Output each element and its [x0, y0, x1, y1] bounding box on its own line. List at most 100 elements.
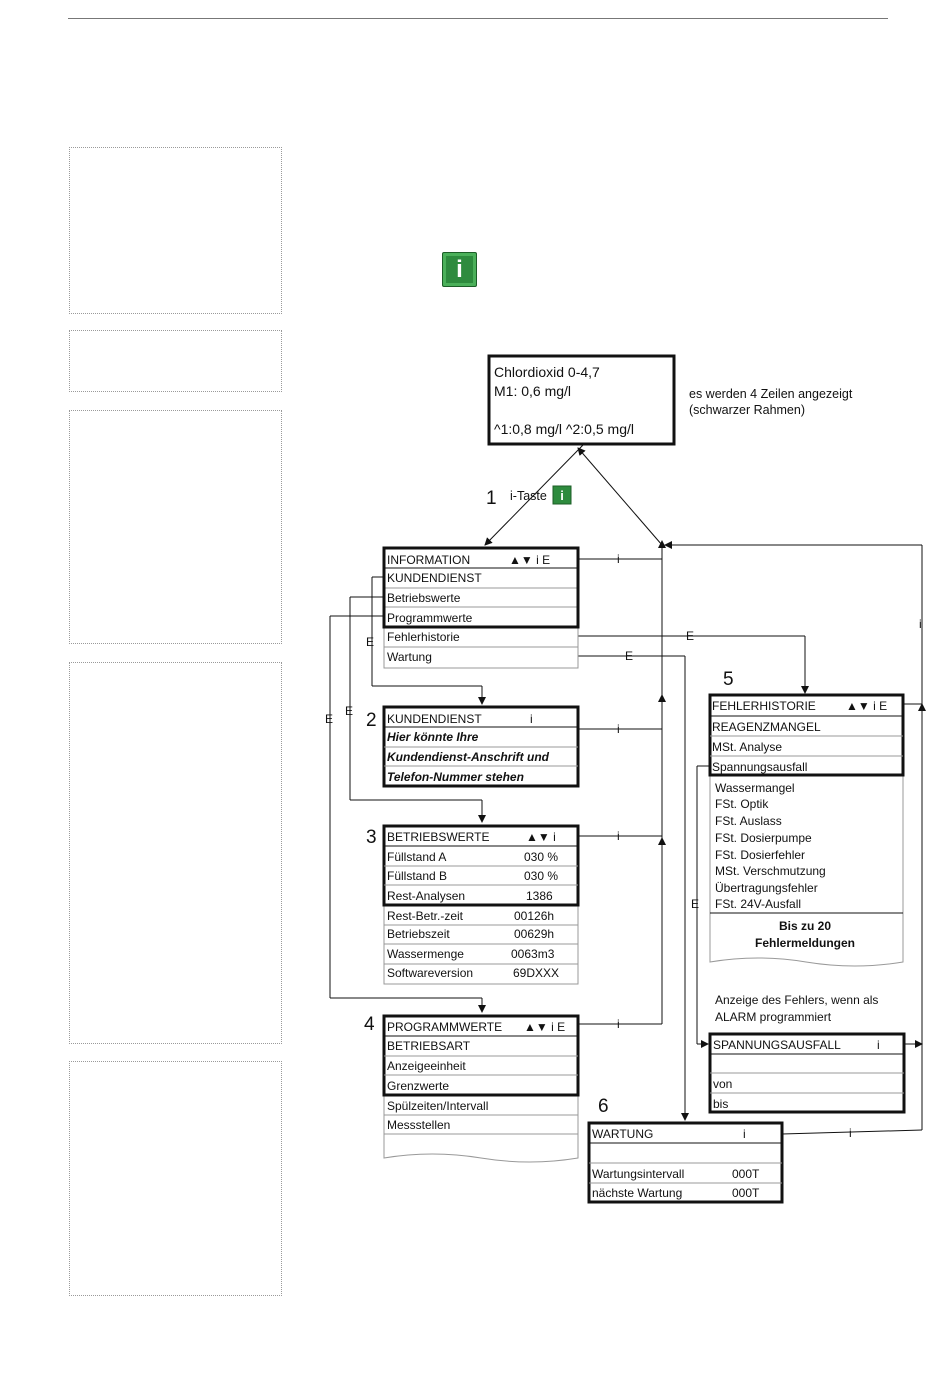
margin-box-2 — [69, 330, 282, 392]
menu-kundendienst-row-2: Kundendienst-Anschrift und — [387, 750, 550, 764]
edge-label-i-3: i — [617, 829, 620, 843]
alarm-note-1: Anzeige des Fehlers, wenn als — [715, 993, 878, 1007]
info-key-icon[interactable]: i — [442, 252, 477, 287]
menu-betriebswerte: BETRIEBSWERTE ▲▼ i Füllstand A 030 % Fül… — [382, 824, 580, 985]
edge-label-e-1: E — [686, 629, 694, 643]
step-number-5: 5 — [723, 669, 734, 690]
betriebswerte-label-1: Füllstand A — [387, 850, 446, 864]
fehlerhistorie-footer-1: Bis zu 20 — [779, 919, 831, 933]
menu-information-row-4[interactable]: Fehlerhistorie — [387, 630, 460, 644]
menu-kundendienst-keys: i — [530, 712, 533, 726]
menu-information-row-1[interactable]: KUNDENDIENST — [387, 571, 482, 585]
wartung-label-2: Wartungsintervall — [592, 1167, 684, 1181]
betriebswerte-label-6: Wassermenge — [387, 947, 464, 961]
display-note-1: es werden 4 Zeilen angezeigt — [689, 387, 853, 401]
info-key-label: i-Taste — [510, 489, 547, 503]
margin-box-1 — [69, 147, 282, 314]
betriebswerte-label-2: Füllstand B — [387, 869, 447, 883]
wartung-value-3: 000T — [732, 1186, 760, 1200]
menu-fehlerhistorie: FEHLERHISTORIE ▲▼ i E REAGENZMANGEL MSt.… — [708, 693, 905, 967]
menu-programmwerte-row-2[interactable]: Anzeigeeinheit — [387, 1059, 466, 1073]
fehler-list-item: FSt. Dosierpumpe — [715, 831, 812, 845]
menu-wartung-header: WARTUNG — [592, 1127, 653, 1141]
betriebswerte-value-1: 030 % — [524, 850, 558, 864]
menu-information-row-2[interactable]: Betriebswerte — [387, 591, 461, 605]
menu-fehlerhistorie-row-3[interactable]: Spannungsausfall — [712, 760, 807, 774]
margin-box-3 — [69, 410, 282, 644]
menu-information: INFORMATION ▲▼ i E KUNDENDIENST Betriebs… — [382, 546, 580, 669]
display-box: Chlordioxid 0-4,7 M1: 0,6 mg/l ^1:0,8 mg… — [487, 354, 676, 446]
edge-label-i-4: i — [617, 1017, 620, 1031]
fehlerhistorie-footer-2: Fehlermeldungen — [755, 936, 855, 950]
menu-fehlerhistorie-keys: ▲▼ i E — [846, 699, 887, 713]
betriebswerte-value-4: 00126h — [514, 909, 554, 923]
fehler-list-item: FSt. Dosierfehler — [715, 848, 805, 862]
margin-box-5 — [69, 1061, 282, 1296]
edge-label-i-6: i — [849, 1126, 852, 1140]
menu-programmwerte-row-3[interactable]: Grenzwerte — [387, 1079, 449, 1093]
display-line-1: Chlordioxid 0-4,7 — [494, 364, 600, 380]
menu-spannungsausfall: SPANNUNGSAUSFALL i von bis — [708, 1032, 906, 1114]
top-rule — [68, 18, 888, 19]
betriebswerte-value-5: 00629h — [514, 927, 554, 941]
wartung-label-3: nächste Wartung — [592, 1186, 682, 1200]
menu-programmwerte-keys: ▲▼ i E — [524, 1020, 565, 1034]
betriebswerte-label-4: Rest-Betr.-zeit — [387, 909, 464, 923]
menu-programmwerte: PROGRAMMWERTE ▲▼ i E BETRIEBSART Anzeige… — [382, 1014, 580, 1163]
edge-label-e-5: E — [325, 712, 333, 726]
fehler-list-item: Wassermangel — [715, 781, 795, 795]
edge-label-e-3: E — [366, 635, 374, 649]
betriebswerte-value-7: 69DXXX — [513, 966, 559, 980]
menu-wartung-keys: i — [743, 1127, 746, 1141]
menu-wartung: WARTUNG i Wartungsintervall 000T nächste… — [587, 1121, 784, 1204]
menu-fehlerhistorie-header: FEHLERHISTORIE — [712, 699, 816, 713]
display-line-2: M1: 0,6 mg/l — [494, 383, 571, 399]
step-number-6: 6 — [598, 1096, 609, 1117]
menu-programmwerte-row-5[interactable]: Messstellen — [387, 1118, 450, 1132]
edge-label-i-1: i — [617, 552, 620, 566]
fehler-list-item: FSt. Auslass — [715, 814, 782, 828]
fehlerhistorie-list: Wassermangel FSt. Optik FSt. Auslass FSt… — [715, 781, 826, 911]
betriebswerte-value-3: 1386 — [526, 889, 553, 903]
edge-labels: i i i i i i E E E E E E — [325, 552, 922, 1140]
betriebswerte-value-6: 0063m3 — [511, 947, 555, 961]
menu-programmwerte-row-4[interactable]: Spülzeiten/Intervall — [387, 1099, 488, 1113]
menu-spannungsausfall-row-3: bis — [713, 1097, 728, 1111]
menu-kundendienst: KUNDENDIENST i Hier könnte Ihre Kundendi… — [382, 705, 580, 788]
menu-information-row-5[interactable]: Wartung — [387, 650, 432, 664]
margin-box-4 — [69, 662, 282, 1044]
fehler-list-item: FSt. Optik — [715, 797, 769, 811]
menu-fehlerhistorie-row-1[interactable]: REAGENZMANGEL — [712, 720, 821, 734]
menu-kundendienst-row-3: Telefon-Nummer stehen — [387, 770, 524, 784]
connectors — [329, 444, 926, 1135]
edge-label-e-2: E — [625, 649, 633, 663]
menu-information-row-3[interactable]: Programmwerte — [387, 611, 473, 625]
svg-text:i: i — [560, 488, 564, 503]
fehler-list-item: FSt. 24V-Ausfall — [715, 897, 801, 911]
menu-kundendienst-header: KUNDENDIENST — [387, 712, 482, 726]
menu-spannungsausfall-row-2: von — [713, 1077, 732, 1091]
menu-fehlerhistorie-row-2[interactable]: MSt. Analyse — [712, 740, 782, 754]
step-numbers: 1 2 3 4 5 6 — [364, 488, 734, 1117]
step-number-4: 4 — [364, 1014, 375, 1035]
wartung-value-2: 000T — [732, 1167, 760, 1181]
edge-label-e-6: E — [691, 897, 699, 911]
edge-label-i-2: i — [617, 722, 620, 736]
fehler-list-item: MSt. Verschmutzung — [715, 864, 826, 878]
display-note-2: (schwarzer Rahmen) — [689, 403, 805, 417]
menu-kundendienst-row-1: Hier könnte Ihre — [387, 730, 479, 744]
betriebswerte-label-5: Betriebszeit — [387, 927, 450, 941]
step-number-3: 3 — [366, 827, 377, 848]
step-number-2: 2 — [366, 710, 377, 731]
menu-betriebswerte-keys: ▲▼ i — [526, 830, 556, 844]
betriebswerte-value-2: 030 % — [524, 869, 558, 883]
menu-information-keys: ▲▼ i E — [509, 553, 550, 567]
menu-spannungsausfall-keys: i — [877, 1038, 880, 1052]
menu-programmwerte-header: PROGRAMMWERTE — [387, 1020, 502, 1034]
menu-spannungsausfall-header: SPANNUNGSAUSFALL — [713, 1038, 841, 1052]
menu-betriebswerte-header: BETRIEBSWERTE — [387, 830, 489, 844]
info-key-small-icon: i — [552, 485, 572, 505]
edge-label-i-5: i — [919, 617, 922, 631]
menu-programmwerte-row-1[interactable]: BETRIEBSART — [387, 1039, 471, 1053]
